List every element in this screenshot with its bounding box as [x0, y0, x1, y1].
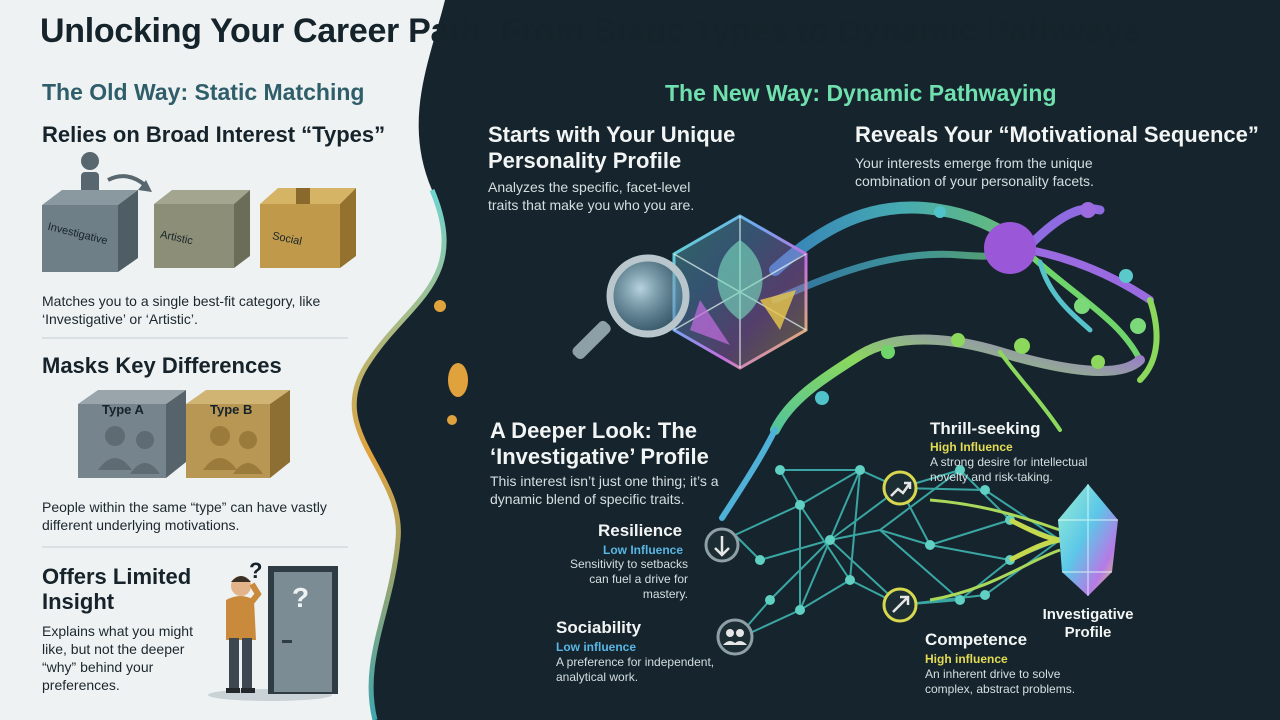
deeper-look-text: This interest isn’t just one thing; it’s… [490, 473, 719, 507]
trend-up-icon [882, 470, 918, 506]
investigative-box [42, 190, 138, 272]
paint-drop [447, 415, 457, 425]
personality-hexagon [672, 214, 808, 370]
magnifying-glass-icon [572, 254, 690, 360]
thinking-person-icon [226, 576, 262, 693]
social-box [260, 188, 356, 268]
thrill-seeking-title: Thrill-seeking [930, 419, 1041, 438]
investigative-profile-label: Investigative Profile [1042, 606, 1134, 641]
convergence-beam [1008, 517, 1061, 563]
resilience-title: Resilience [598, 521, 683, 540]
competence-influence: High influence [925, 652, 1008, 666]
unique-profile-title: Starts with Your Unique Personality Prof… [488, 122, 736, 173]
broad-types-title: Relies on Broad Interest “Types” [42, 122, 386, 147]
paint-drop [434, 300, 446, 312]
limited-insight-title: Offers Limited Insight [42, 564, 192, 614]
panel-edge [351, 189, 447, 720]
arrow-icon [107, 174, 148, 188]
masks-differences-text: People within the same “type” can have v… [42, 499, 327, 533]
deeper-look-title: A Deeper Look: The ‘Investigative’ Profi… [490, 418, 709, 469]
sociability-influence: Low influence [556, 640, 637, 654]
paint-drop [448, 363, 468, 397]
question-mark-icon: ? [249, 558, 263, 583]
broad-types-text: Matches you to a single best-fit categor… [42, 293, 321, 327]
infographic-title: Unlocking Your Career Path: From Static … [40, 12, 1141, 50]
closed-door-icon [268, 566, 338, 694]
old-way-heading: The Old Way: Static Matching [42, 79, 365, 105]
motivational-sequence-title: Reveals Your “Motivational Sequence” [855, 122, 1259, 147]
investigative-crystal-icon [1058, 484, 1118, 596]
masks-differences-title: Masks Key Differences [42, 353, 282, 378]
resilience-desc: Sensitivity to setbacks can fuel a drive… [569, 557, 688, 601]
thrill-seeking-influence: High Influence [930, 440, 1013, 454]
artistic-box [154, 190, 250, 268]
type-b-label: Type B [210, 402, 253, 417]
sociability-title: Sociability [556, 618, 642, 637]
convergence-beam [929, 498, 1061, 602]
flow-nodes [815, 202, 1146, 405]
motivational-sequence-text: Your interests emerge from the unique co… [855, 155, 1094, 189]
door-question-mark: ? [292, 582, 310, 613]
type-a-cube [78, 390, 186, 478]
arrow-up-right-icon [882, 587, 918, 623]
type-a-label: Type A [102, 402, 144, 417]
unique-profile-text: Analyzes the specific, facet-level trait… [488, 179, 695, 213]
people-icon [716, 618, 754, 656]
new-way-heading: The New Way: Dynamic Pathwaying [665, 80, 1057, 106]
type-b-cube [186, 390, 290, 478]
competence-desc: An inherent drive to solve complex, abst… [925, 667, 1076, 696]
arrow-head-icon [138, 180, 152, 192]
competence-title: Competence [925, 630, 1028, 649]
arrow-down-icon [704, 527, 740, 563]
limited-insight-text: Explains what you might like, but not th… [42, 623, 193, 693]
thrill-seeking-desc: A strong desire for intellectual novelty… [930, 455, 1088, 484]
resilience-influence: Low Influence [603, 543, 684, 557]
sociability-desc: A preference for independent, analytical… [556, 655, 715, 684]
